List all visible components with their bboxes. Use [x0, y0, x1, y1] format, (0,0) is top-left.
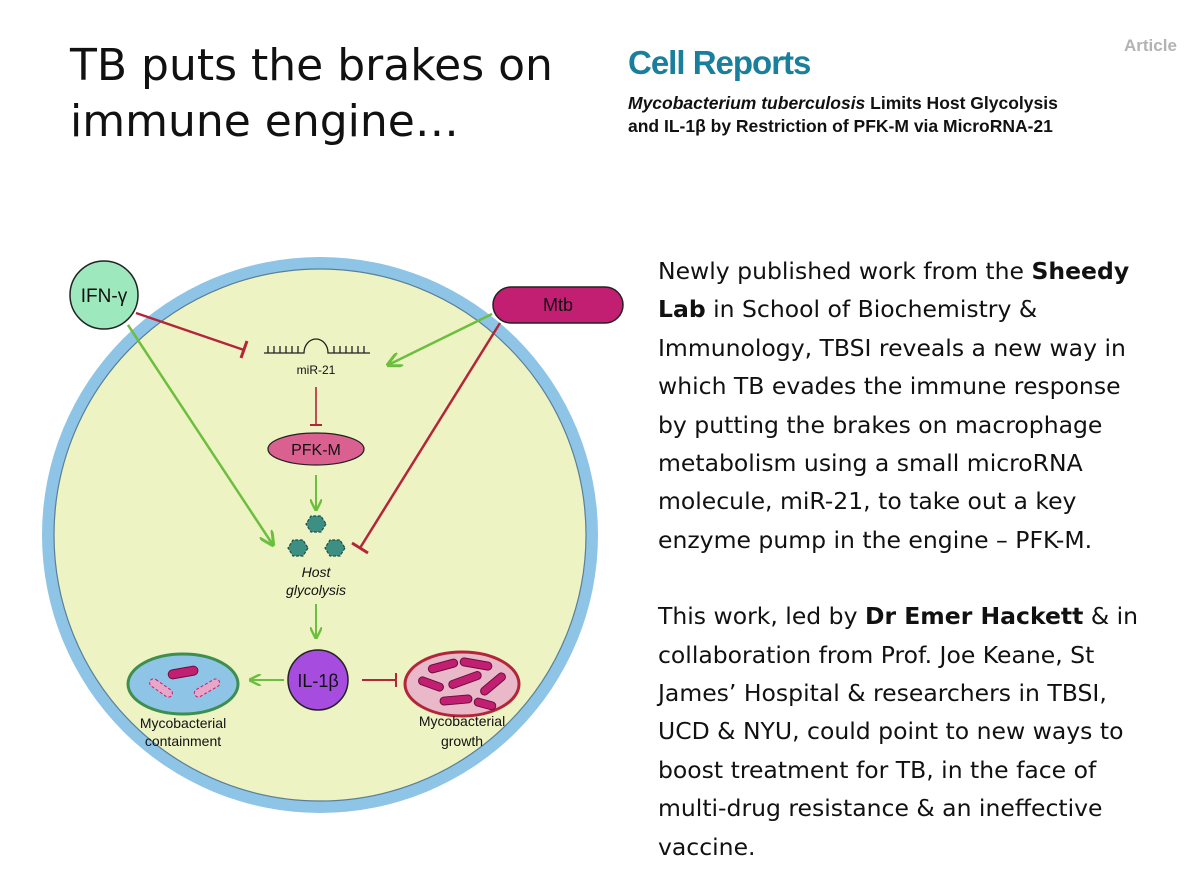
text-emphasis: Lab	[658, 295, 706, 324]
ifn-inhibits-mir21-line	[135, 311, 245, 352]
glycolysis-enzyme-complex	[287, 515, 346, 557]
text-run: which TB evades the immune response	[658, 372, 1121, 401]
text-line: James’ Hospital & researchers in TBSI,	[658, 674, 1188, 712]
mtb-node	[492, 286, 624, 324]
growth-label-line-1: Mycobacterial	[419, 713, 505, 729]
macrophage-cell-cytoplasm	[53, 268, 587, 802]
slide-title-line-2: immune engine…	[70, 96, 459, 147]
text-line: This work, led by Dr Emer Hackett & in	[658, 597, 1188, 635]
text-line: vaccine.	[658, 828, 1188, 866]
glycolysis-label-line-2: glycolysis	[286, 582, 346, 598]
text-emphasis: Sheedy	[1031, 257, 1130, 285]
paper-title-organism: Mycobacterium tuberculosis	[628, 93, 866, 113]
text-emphasis: Dr Emer Hackett	[864, 602, 1084, 631]
mtb-inhibits-glycolysis-line	[358, 322, 502, 549]
text-line: molecule, miR-21, to take out a key	[658, 482, 1188, 520]
text-line: which TB evades the immune response	[658, 367, 1188, 405]
paper-title: Mycobacterium tuberculosis Limits Host G…	[628, 92, 1188, 138]
text-run: multi-drug resistance & an ineffective	[658, 794, 1103, 823]
growth-label-line-2: growth	[441, 733, 483, 749]
il1b-node	[287, 649, 349, 711]
ifn-activates-glycolysis-arrow	[126, 324, 273, 545]
ifn-gamma-label: IFN-γ	[81, 286, 128, 307]
text-run: Newly published work from the	[658, 257, 1032, 285]
text-run: James’ Hospital & researchers in TBSI,	[658, 679, 1107, 708]
glycolysis-label-line-1: Host	[302, 564, 332, 580]
text-line: Immunology, TBSI reveals a new way in	[658, 329, 1188, 367]
text-run: in School of Biochemistry &	[705, 295, 1038, 324]
text-line: Lab in School of Biochemistry &	[658, 290, 1188, 328]
slide-title-line-1: TB puts the brakes on	[70, 40, 553, 91]
summary-paragraph-2: This work, led by Dr Emer Hackett & in co…	[658, 597, 1188, 866]
text-run: UCD & NYU, could point to new ways to	[658, 717, 1124, 746]
paper-title-line-2: and IL-1β by Restriction of PFK-M via Mi…	[628, 116, 1053, 136]
text-line: collaboration from Prof. Joe Keane, St	[658, 636, 1188, 674]
ifn-gamma-node	[69, 260, 139, 330]
article-tag: Article	[1124, 36, 1177, 55]
text-run: enzyme pump in the engine – PFK-M.	[658, 525, 1093, 554]
text-line: UCD & NYU, could point to new ways to	[658, 712, 1188, 750]
mir21-label: miR-21	[297, 363, 336, 377]
text-run: Immunology, TBSI reveals a new way in	[658, 333, 1126, 362]
mtb-inhibits-glycolysis-bar	[351, 541, 369, 555]
paper-title-rest: Limits Host Glycolysis	[865, 93, 1058, 113]
mtb-label: Mtb	[543, 295, 573, 315]
text-run: by putting the brakes on macrophage	[658, 410, 1103, 439]
text-run: metabolism using a small microRNA	[658, 449, 1083, 478]
text-run: vaccine.	[658, 832, 756, 861]
text-run: molecule, miR-21, to take out a key	[658, 487, 1077, 516]
text-run: This work, led by	[658, 602, 865, 631]
containment-label-line-1: Mycobacterial	[140, 715, 226, 731]
mir21-hairpin	[264, 338, 370, 354]
text-run: & in	[1083, 602, 1139, 631]
text-run: boost treatment for TB, in the face of	[658, 755, 1097, 784]
text-line: Newly published work from the Sheedy	[658, 252, 1188, 290]
text-line: multi-drug resistance & an ineffective	[658, 789, 1188, 827]
pfk-m-node	[267, 432, 365, 466]
text-run: collaboration from Prof. Joe Keane, St	[658, 640, 1095, 669]
ifn-inhibits-mir21-bar	[239, 340, 249, 359]
paper-title-line-1: Mycobacterium tuberculosis Limits Host G…	[628, 92, 1188, 115]
mtb-activates-mir21-arrow	[388, 312, 493, 365]
growth-vesicle	[403, 650, 521, 718]
containment-label-line-2: containment	[145, 733, 221, 749]
text-line: boost treatment for TB, in the face of	[658, 751, 1188, 789]
journal-name: Cell Reports	[628, 44, 811, 81]
text-line: by putting the brakes on macrophage	[658, 406, 1188, 444]
containment-vesicle	[126, 652, 240, 716]
text-line: metabolism using a small microRNA	[658, 444, 1188, 482]
text-line: enzyme pump in the engine – PFK-M.	[658, 521, 1188, 559]
pfk-m-label: PFK-M	[291, 442, 341, 459]
il1b-label: IL-1β	[297, 671, 338, 691]
slide-title: TB puts the brakes on immune engine…	[70, 38, 590, 150]
pathway-diagram: IFN-γ Mtb miR-21 PFK-M Host glycolysis I…	[42, 257, 624, 813]
